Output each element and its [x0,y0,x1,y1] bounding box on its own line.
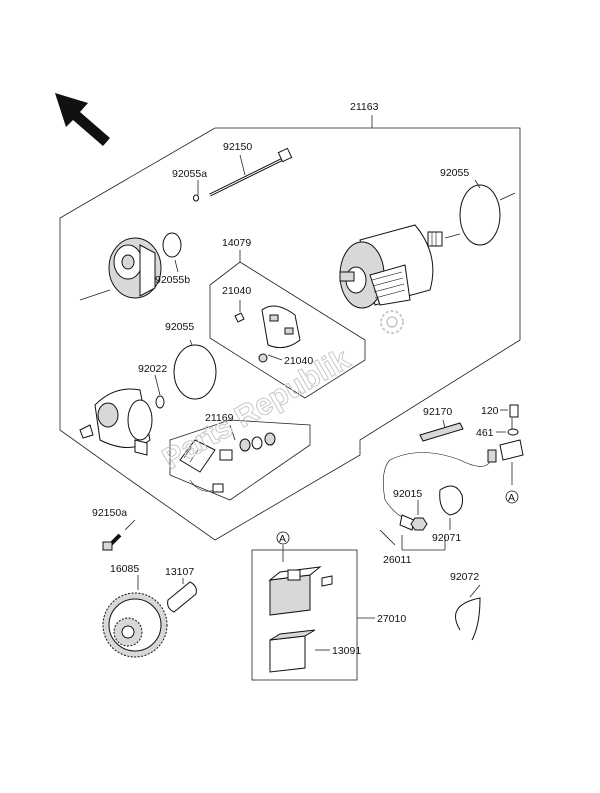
label-92150a: 92150a [92,507,127,519]
brush-spring-lower [258,353,268,363]
gear-logo-icon [380,310,404,334]
label-92170: 92170 [423,406,452,418]
motor-yoke [339,224,461,309]
label-92055-middle: 92055 [165,321,194,333]
wire-harness [379,449,497,546]
label-27010: 27010 [377,613,406,625]
connector-ref-a-right: A [505,490,519,504]
terminal-cap [439,485,463,516]
cable-band [455,584,481,641]
label-92055a: 92055a [172,168,207,180]
label-16085: 16085 [110,563,139,575]
brush-set [179,432,276,493]
label-21040-lower: 21040 [284,355,313,367]
label-13107: 13107 [165,566,194,578]
through-bolt [209,147,293,197]
rear-cover [79,388,153,456]
mounting-bolt [102,519,136,551]
label-92072: 92072 [450,571,479,583]
relay-frame [251,549,375,681]
front-o-ring [162,232,182,258]
relay-cover [269,629,330,673]
terminal-strap [419,422,464,442]
brush-holder-frame [209,250,366,399]
label-120: 120 [481,405,499,417]
terminal-bracket [499,439,524,485]
terminal-bolt [509,404,519,430]
brush-set-frame [169,419,311,501]
label-14079: 14079 [222,237,251,249]
svg-text:A: A [508,492,515,504]
label-92055-top: 92055 [440,167,469,179]
label-92150: 92150 [223,141,252,153]
middle-o-ring [173,344,217,400]
part-labels: 21163 92150 92055a 92055 92055b 14079 21… [92,101,519,657]
label-92015: 92015 [393,488,422,500]
label-13091: 13091 [332,645,361,657]
label-21040-upper: 21040 [222,285,251,297]
brush-spring-upper [234,312,245,323]
leader-lines [137,154,508,590]
nut [410,517,428,531]
small-seal-ring [155,395,165,409]
starter-gear [102,592,168,658]
label-92022: 92022 [138,363,167,375]
label-461: 461 [476,427,494,439]
label-92055b: 92055b [155,274,190,286]
rear-o-ring [459,184,501,246]
washer [507,428,519,436]
gear-shaft [167,581,197,613]
label-21163: 21163 [350,101,379,113]
label-26011: 26011 [383,554,412,566]
front-cover [79,237,162,301]
small-o-ring [193,194,199,202]
label-92071: 92071 [432,532,461,544]
svg-text:A: A [279,533,286,545]
relay-unit [268,545,333,616]
direction-arrow-icon [55,93,110,146]
connector-ref-a-relay: A [276,531,290,545]
assembly-frame [59,115,521,541]
brush-plate [261,305,301,349]
label-21169: 21169 [205,412,234,424]
